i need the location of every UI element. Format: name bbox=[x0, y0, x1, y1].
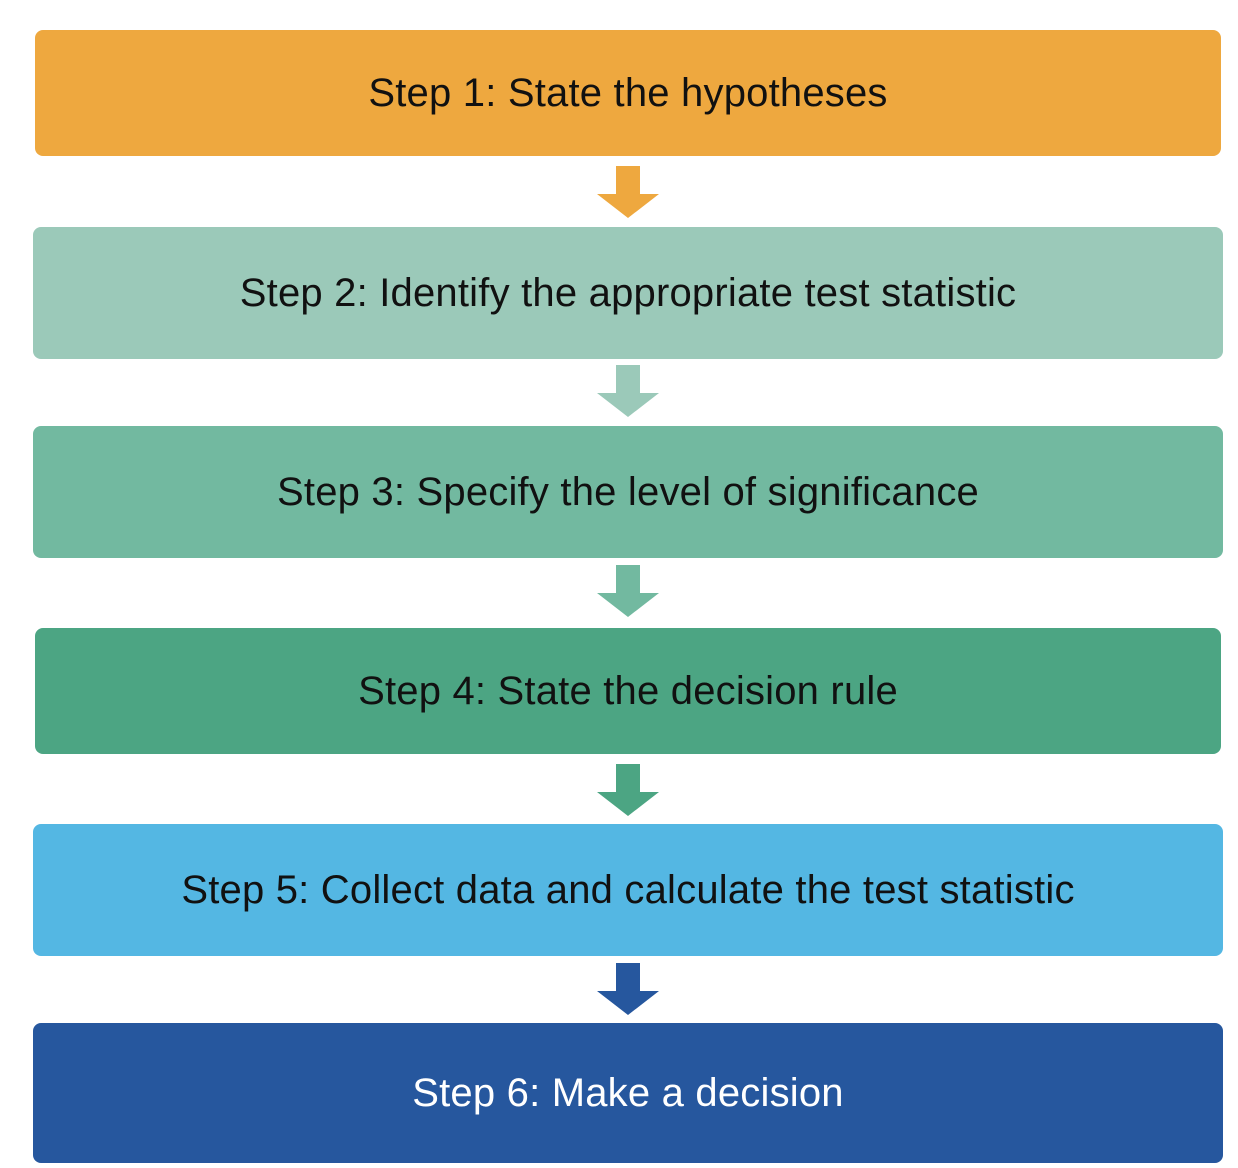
arrow-down-icon bbox=[597, 764, 659, 816]
step-6-box: Step 6: Make a decision bbox=[33, 1023, 1223, 1163]
arrow-down-icon bbox=[597, 365, 659, 417]
step-2-label: Step 2: Identify the appropriate test st… bbox=[239, 271, 1017, 315]
step-3-label: Step 3: Specify the level of significanc… bbox=[277, 470, 979, 514]
step-5-label: Step 5: Collect data and calculate the t… bbox=[181, 868, 1075, 912]
step-4-box: Step 4: State the decision rule bbox=[35, 628, 1221, 754]
step-1-box: Step 1: State the hypotheses bbox=[35, 30, 1221, 156]
step-1-label: Step 1: State the hypotheses bbox=[368, 71, 888, 115]
step-3-box: Step 3: Specify the level of significanc… bbox=[33, 426, 1223, 558]
arrow-down-icon bbox=[597, 963, 659, 1015]
step-6-label: Step 6: Make a decision bbox=[412, 1071, 844, 1115]
step-2-box: Step 2: Identify the appropriate test st… bbox=[33, 227, 1223, 359]
step-5-box: Step 5: Collect data and calculate the t… bbox=[33, 824, 1223, 956]
arrow-down-icon bbox=[597, 166, 659, 218]
step-4-label: Step 4: State the decision rule bbox=[358, 669, 898, 713]
arrow-down-icon bbox=[597, 565, 659, 617]
